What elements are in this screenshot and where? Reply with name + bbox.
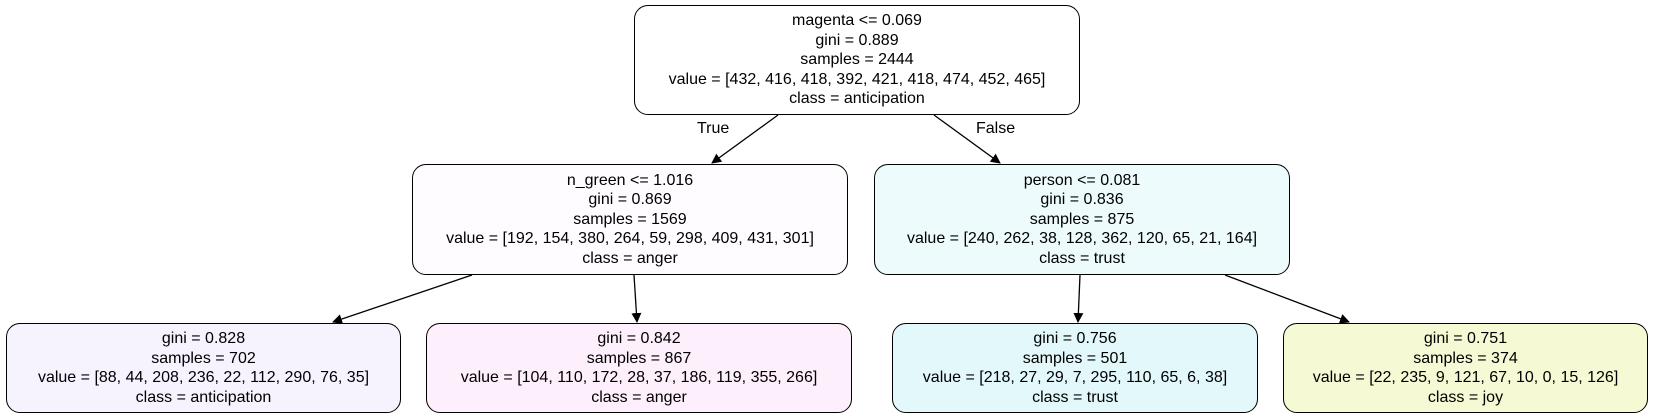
node-gini: gini = 0.836	[1040, 191, 1124, 209]
node-gini: gini = 0.751	[1423, 330, 1508, 347]
edge-left-leaf1	[332, 274, 473, 324]
edge-root-right	[933, 114, 1001, 164]
node-gini: gini = 0.842	[597, 330, 681, 347]
node-value: value = [22, 235, 9, 121, 67, 10, 0, 15,…	[1312, 369, 1619, 386]
node-value: value = [192, 154, 380, 264, 59, 298, 40…	[446, 230, 814, 248]
node-class: class = anger	[582, 249, 678, 267]
node-gini: gini = 0.828	[161, 330, 246, 347]
edge-root-left	[711, 114, 779, 164]
node-split: n_green <= 1.016	[566, 171, 694, 189]
node-class: class = anger	[591, 388, 687, 406]
node-samples: samples = 1569	[573, 210, 687, 228]
node-samples: samples = 501	[1022, 349, 1128, 367]
node-samples: samples = 374	[1413, 349, 1518, 367]
leaf-node-4: gini = 0.751 samples = 374 value = [22, …	[1283, 323, 1648, 413]
right-node: person <= 0.081 gini = 0.836 samples = 8…	[874, 164, 1290, 275]
node-value: value = [88, 44, 208, 236, 22, 112, 290,…	[37, 369, 370, 386]
node-split: person <= 0.081	[1023, 171, 1141, 189]
left-node: n_green <= 1.016 gini = 0.869 samples = …	[412, 164, 848, 275]
node-samples: samples = 702	[151, 349, 256, 367]
edge-left-leaf2	[631, 274, 642, 323]
node-value: value = [240, 262, 38, 128, 362, 120, 65…	[906, 230, 1258, 248]
edge-label-true: True	[697, 120, 730, 137]
root-node: magenta <= 0.069 gini = 0.889 samples = …	[634, 5, 1080, 115]
node-class: class = anticipation	[789, 90, 925, 108]
node-class: class = joy	[1427, 388, 1504, 406]
edge-right-leaf4	[1224, 274, 1350, 324]
node-gini: gini = 0.889	[815, 31, 899, 49]
node-class: class = trust	[1032, 388, 1118, 406]
node-gini: gini = 0.869	[588, 191, 672, 209]
leaf-node-2: gini = 0.842 samples = 867 value = [104,…	[426, 323, 852, 413]
node-gini: gini = 0.756	[1033, 330, 1117, 347]
edge-label-false: False	[976, 120, 1016, 137]
node-class: class = trust	[1039, 249, 1125, 267]
leaf-node-1: gini = 0.828 samples = 702 value = [88, …	[6, 323, 401, 413]
node-split: magenta <= 0.069	[792, 12, 922, 30]
leaf-node-3: gini = 0.756 samples = 501 value = [218,…	[892, 323, 1258, 413]
node-samples: samples = 875	[1029, 210, 1135, 228]
node-samples: samples = 867	[586, 349, 692, 367]
node-value: value = [104, 110, 172, 28, 37, 186, 119…	[460, 369, 818, 386]
node-value: value = [218, 27, 29, 7, 295, 110, 65, 6…	[922, 369, 1228, 386]
node-class: class = anticipation	[135, 388, 272, 406]
node-value: value = [432, 416, 418, 392, 421, 418, 4…	[668, 70, 1046, 88]
node-samples: samples = 2444	[800, 51, 914, 69]
edge-right-leaf3	[1073, 274, 1084, 323]
